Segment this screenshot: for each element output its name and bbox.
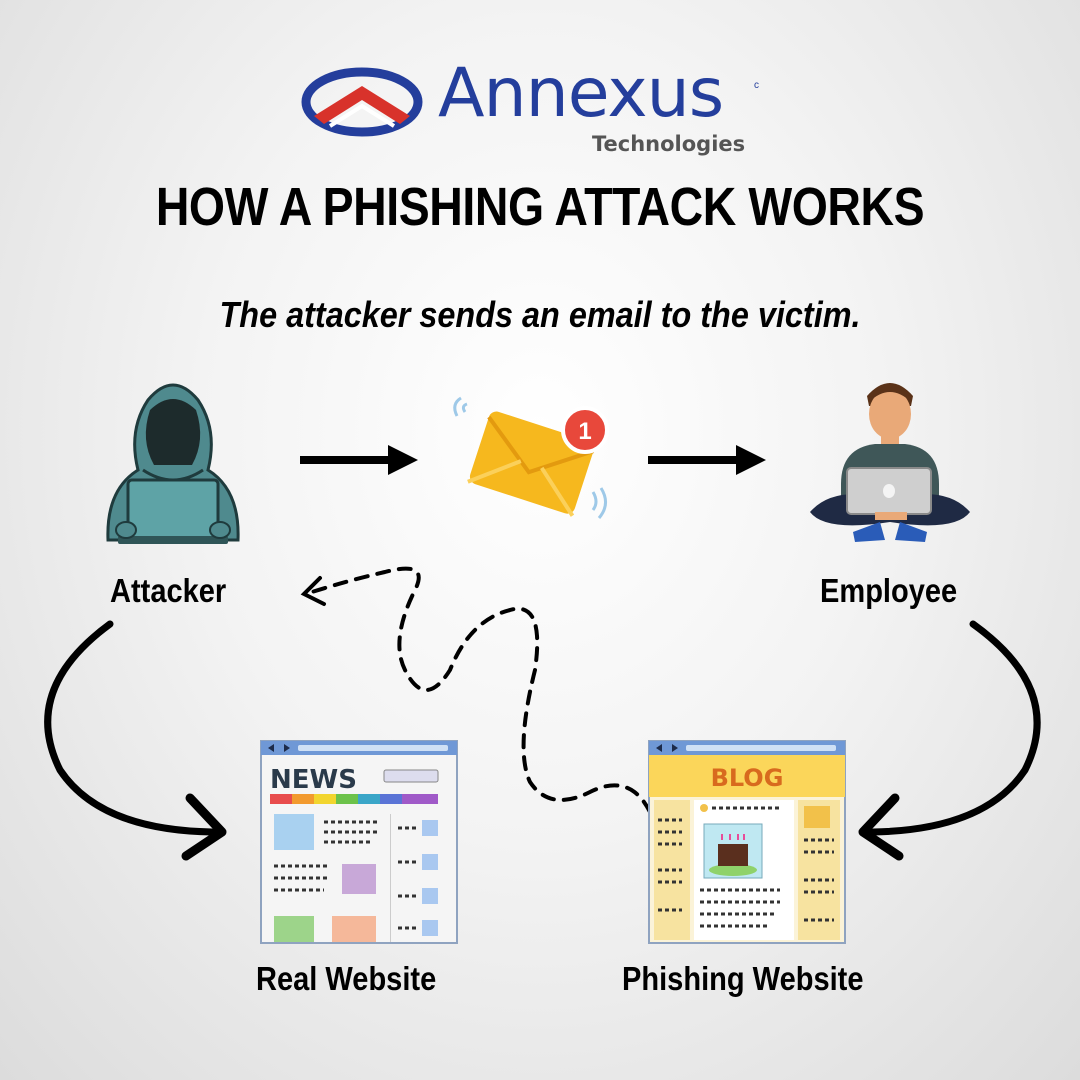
dashed-return-arrow-icon	[300, 566, 652, 814]
page-title: HOW A PHISHING ATTACK WORKS	[155, 177, 925, 237]
annexus-logo-icon	[301, 67, 423, 137]
brand-name: Annexus	[438, 54, 724, 133]
blog-website-icon: BLOG	[648, 740, 846, 944]
news-website-icon: NEWS	[260, 740, 458, 944]
right-arrow-icon	[648, 445, 766, 475]
badge-count: 1	[578, 418, 591, 445]
right-arrow-icon	[300, 445, 418, 475]
real-website-label: Real Website	[256, 960, 437, 997]
brand-logo: Annexus c Technologies	[300, 54, 780, 162]
brand-subtitle: Technologies	[592, 132, 746, 156]
hooded-hacker-laptop-icon	[106, 383, 240, 544]
copyright-mark: c	[754, 80, 759, 91]
employee-label: Employee	[820, 572, 958, 609]
curved-arrow-icon	[858, 620, 1041, 861]
envelope-notification-icon: 1	[453, 396, 609, 519]
curved-arrow-icon	[44, 620, 227, 861]
color-bar	[270, 794, 438, 804]
blog-banner: BLOG	[711, 764, 784, 792]
notification-badge	[561, 406, 609, 454]
subtitle: The attacker sends an email to the victi…	[219, 294, 861, 335]
phishing-website-label: Phishing Website	[622, 960, 864, 997]
person-laptop-icon	[810, 383, 970, 542]
attacker-label: Attacker	[110, 572, 227, 609]
news-banner: NEWS	[270, 765, 357, 795]
